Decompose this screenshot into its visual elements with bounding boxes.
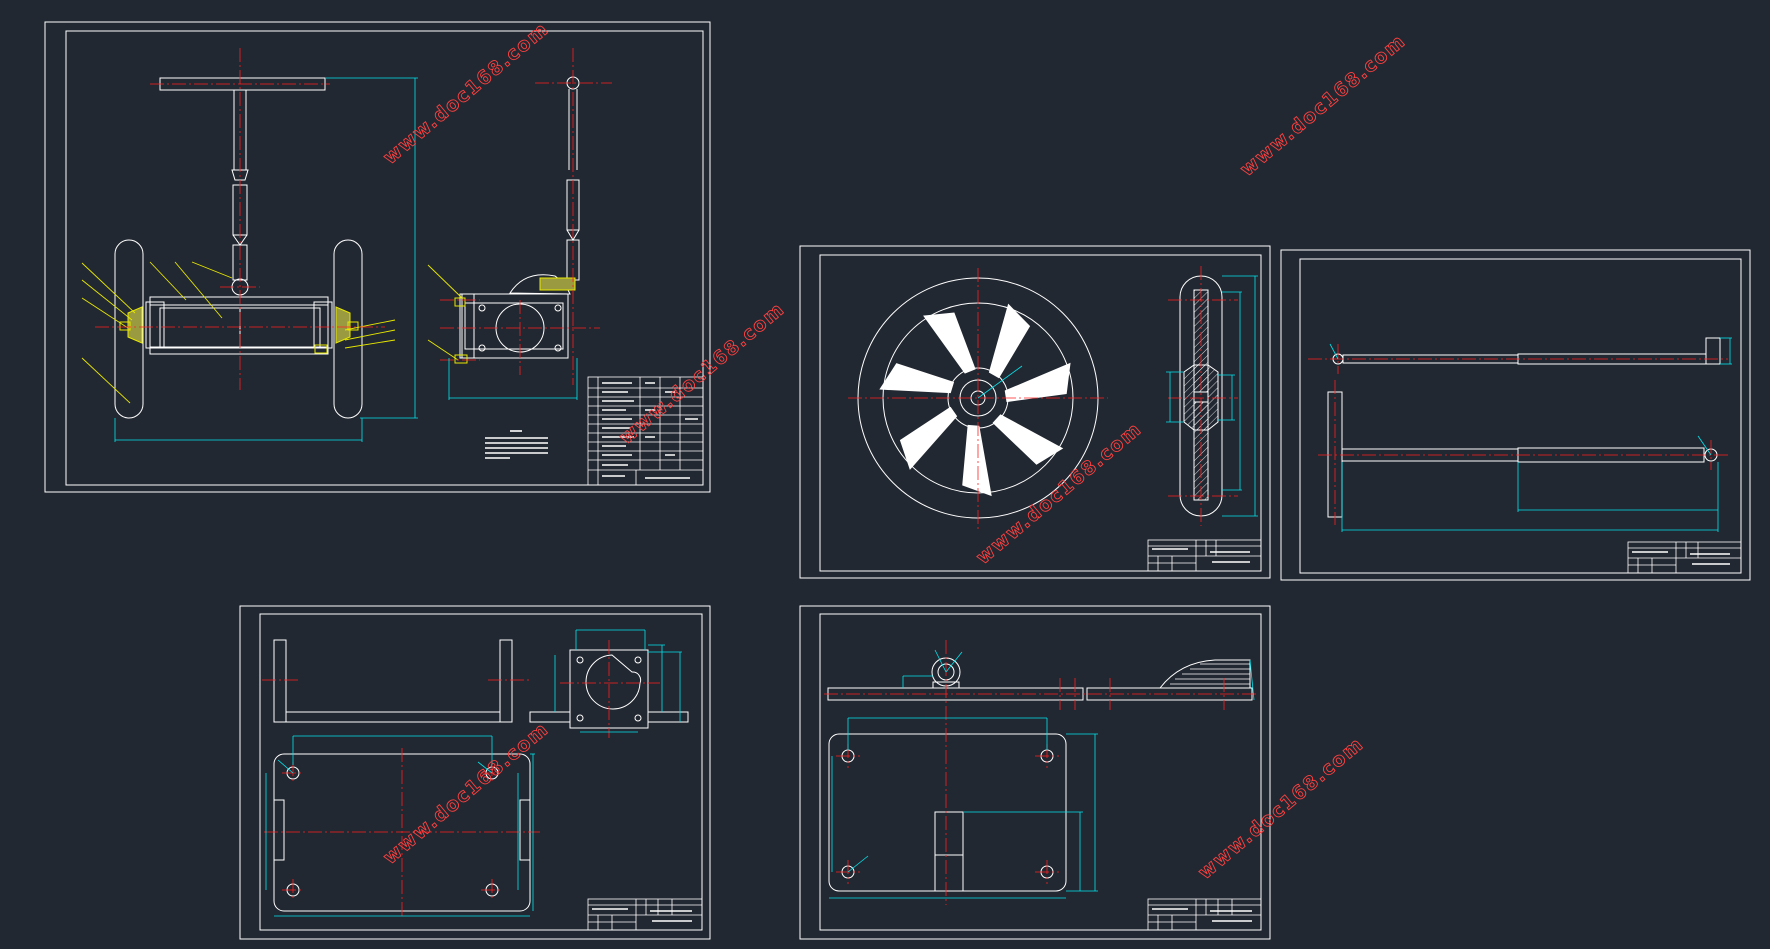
sheet-assembly-outer-border (44, 21, 711, 493)
bracket-title-block (587, 898, 703, 931)
sheet-handlebar-outer-border (1280, 249, 1751, 581)
watermark-text: www.doc168.com (379, 718, 553, 869)
base-plate-view[interactable] (828, 733, 1067, 892)
handlebar-centerlines (1308, 344, 1728, 525)
bracket-centerlines (262, 640, 660, 918)
assembly-side-centerlines (440, 48, 612, 385)
sheet-wheel[interactable] (799, 245, 1271, 579)
sheet-assembly[interactable] (44, 21, 711, 493)
assembly-side-view[interactable] (454, 76, 580, 364)
base-centerlines (824, 640, 1258, 905)
bracket-front-view[interactable] (273, 639, 513, 723)
watermark-text: www.doc168.com (615, 298, 789, 449)
handlebar-shaft-view[interactable] (1327, 391, 1718, 518)
assembly-front-leaders (81, 261, 396, 404)
sheet-handlebar-inner-border (1299, 258, 1742, 574)
assembly-title-block (587, 376, 704, 486)
handlebar-top-view[interactable] (1332, 337, 1721, 365)
sheet-wheel-inner-border (819, 254, 1262, 572)
watermark-text: www.doc168.com (972, 418, 1146, 569)
wheel-section-dimensions (1166, 275, 1258, 517)
assembly-front-dimensions (114, 77, 418, 442)
handlebar-title-block (1627, 541, 1742, 574)
sheet-base-inner-border (819, 613, 1262, 931)
sheet-motor-bracket[interactable] (239, 605, 711, 940)
handlebar-dimensions (1329, 337, 1732, 532)
wheel-front-centerlines (848, 268, 1108, 530)
sheet-handlebar[interactable] (1280, 249, 1751, 581)
sheet-wheel-outer-border (799, 245, 1271, 579)
sheet-bracket-inner-border (259, 613, 703, 931)
watermark-text: www.doc168.com (1236, 30, 1410, 181)
assembly-side-leaders (427, 264, 463, 361)
bracket-dimensions (265, 629, 682, 917)
watermark-text: www.doc168.com (379, 18, 553, 169)
sheet-assembly-inner-border (65, 30, 704, 486)
pedal-view[interactable] (1086, 659, 1253, 701)
watermark-text: www.doc168.com (1194, 733, 1368, 884)
base-dimensions (829, 649, 1255, 899)
wheel-section-centerlines (1168, 266, 1238, 526)
sheet-base-outer-border (799, 605, 1271, 940)
sheet-bracket-outer-border (239, 605, 711, 940)
assembly-side-dimensions (448, 358, 578, 400)
base-title-block (1147, 898, 1262, 931)
assembly-notes-block (485, 430, 548, 459)
assembly-front-centerlines (95, 48, 385, 390)
sheet-base-plate[interactable] (799, 605, 1271, 940)
assembly-front-view[interactable] (114, 77, 363, 419)
wheel-title-block (1147, 539, 1262, 572)
